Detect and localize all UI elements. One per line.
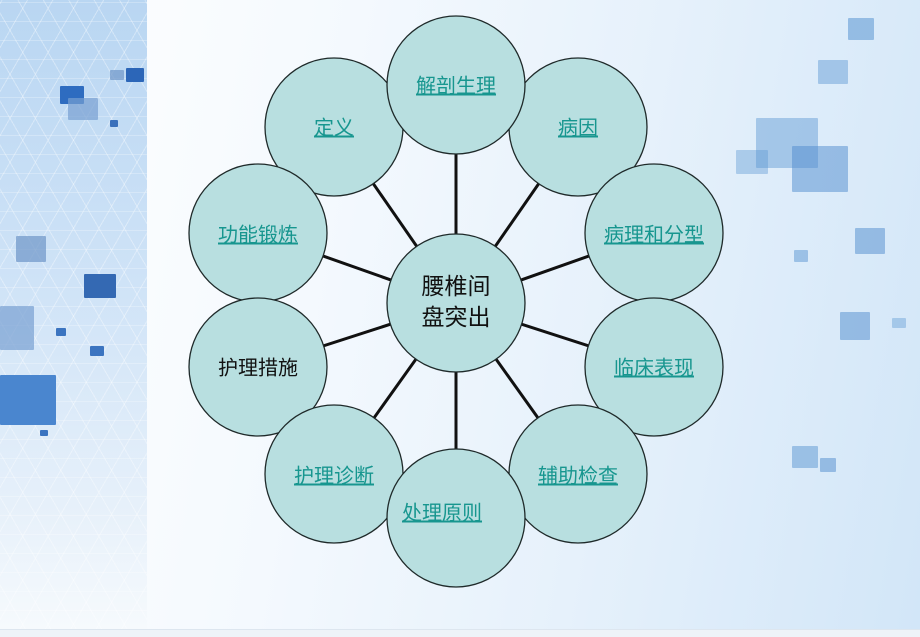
decorative-square — [90, 346, 104, 356]
decorative-square — [40, 430, 48, 436]
link-nursing-diagnosis[interactable]: 护理诊断 — [294, 463, 374, 488]
decorative-square — [855, 228, 885, 254]
decorative-square — [792, 446, 818, 468]
decorative-square — [848, 18, 874, 40]
decorative-square — [792, 146, 848, 192]
center-topic-line1: 腰椎间 — [421, 274, 491, 300]
center-topic-line2: 盘突出 — [421, 305, 491, 331]
link-pathology[interactable]: 病理和分型 — [604, 222, 704, 247]
decorative-square — [0, 375, 56, 425]
link-auxiliary-exam[interactable]: 辅助检查 — [538, 463, 618, 488]
decorative-square — [126, 68, 144, 82]
slide-bottom-edge — [0, 629, 920, 637]
decorative-square — [840, 312, 870, 340]
link-etiology[interactable]: 病因 — [558, 115, 598, 140]
link-clinical[interactable]: 临床表现 — [614, 355, 694, 380]
decorative-square — [818, 60, 848, 84]
decorative-square — [68, 98, 98, 120]
decorative-square — [16, 236, 46, 262]
link-treatment[interactable]: 处理原则 — [402, 500, 482, 525]
decorative-square — [110, 70, 124, 80]
link-definition[interactable]: 定义 — [314, 115, 354, 140]
node-circle-clinical — [584, 297, 724, 437]
node-circle-anatomy — [386, 15, 526, 155]
link-anatomy[interactable]: 解剖生理 — [416, 73, 496, 98]
decorative-square — [56, 328, 66, 336]
decorative-square — [892, 318, 906, 328]
center-topic: 腰椎间 盘突出 — [422, 272, 491, 334]
decorative-square — [736, 150, 768, 174]
label-nursing-measures: 护理措施 — [218, 355, 298, 380]
decorative-square — [110, 120, 118, 127]
node-circle-nursing-measures — [188, 297, 328, 437]
decorative-square — [820, 458, 836, 472]
decorative-square — [794, 250, 808, 262]
decorative-square — [84, 274, 116, 298]
decorative-square — [0, 306, 34, 350]
center-circle — [386, 233, 526, 373]
link-exercise[interactable]: 功能锻炼 — [218, 222, 298, 247]
node-circle-treatment — [386, 448, 526, 588]
